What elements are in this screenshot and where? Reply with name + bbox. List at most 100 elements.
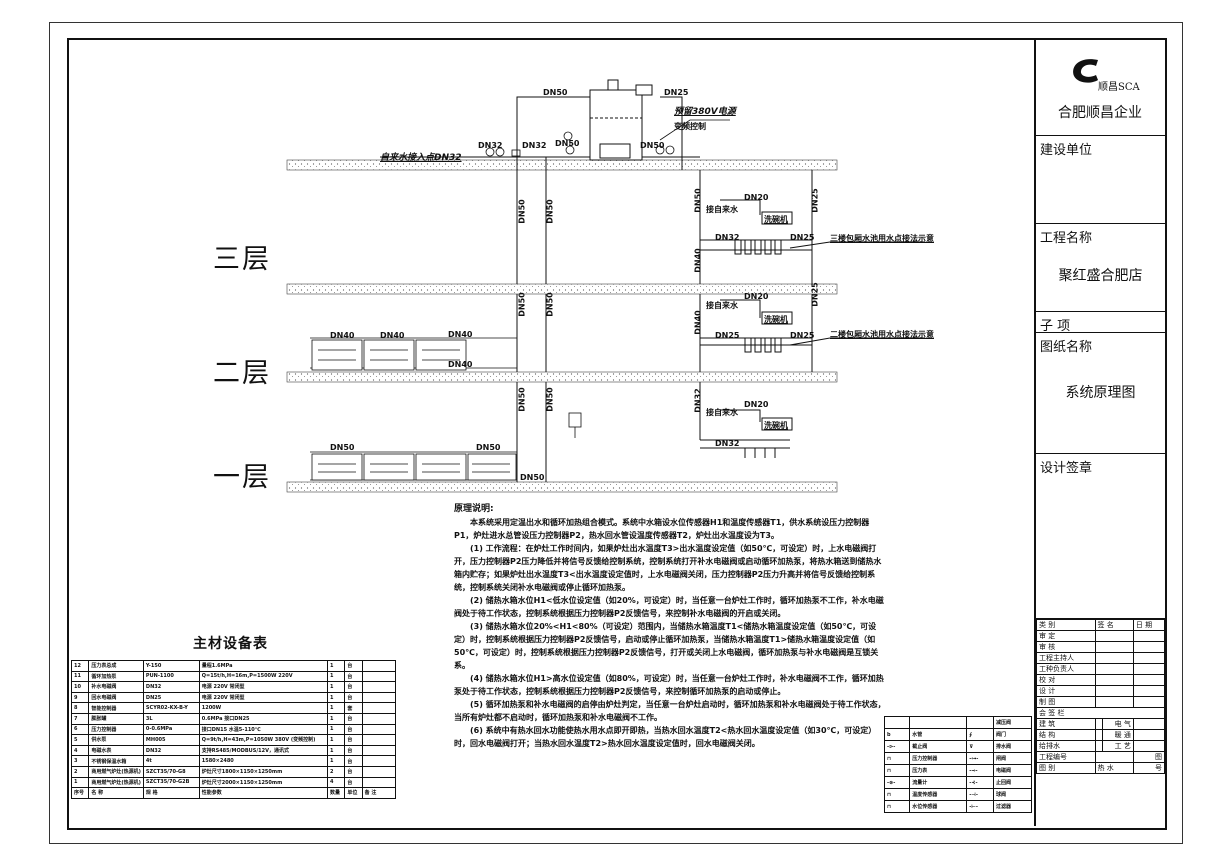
materials-cell: Y-150: [142, 660, 200, 672]
legend-cell: [883, 716, 911, 729]
pipe-label: DN50: [330, 443, 355, 452]
roof-valves: [485, 119, 730, 157]
materials-cell: 备 注: [361, 787, 397, 799]
materials-cell: 膨胀罐: [88, 712, 144, 725]
materials-header-row: 序号名 称规 格性能参数数量单位备 注: [70, 787, 397, 799]
materials-cell: 供水泵: [88, 734, 144, 746]
logo-area: 顺昌SCA 合肥顺昌企业: [1036, 38, 1165, 136]
materials-cell: 商用燃气炉灶(热源机): [88, 765, 144, 778]
materials-title: 主材设备表: [193, 636, 268, 652]
pipe-label: DN50: [545, 387, 555, 412]
materials-cell: 不锈钢保温水箱: [88, 755, 144, 767]
materials-cell: 商用燃气炉灶(热源机): [88, 776, 144, 789]
legend-symbol-icon: ∮: [966, 728, 995, 741]
signature-cell: [1094, 751, 1134, 763]
materials-cell: 1: [326, 744, 346, 757]
legend-symbol-icon: -⊣-: [966, 788, 995, 801]
signature-cell: [1094, 740, 1103, 752]
legend-label: 排水阀: [993, 740, 1032, 753]
materials-cell: Q=15t/h,H=16m,P=1500W 220V: [198, 670, 328, 683]
materials-cell: [361, 744, 397, 757]
materials-cell: 2: [70, 765, 90, 778]
dishwasher-label: 洗碗机: [764, 315, 788, 324]
signature-cell: [1094, 641, 1134, 653]
legend-row: -⊳-截止阀⊽排水阀: [883, 740, 1032, 753]
pipe-label: DN50: [545, 199, 555, 224]
floor-label-2f: 二层: [213, 358, 271, 389]
materials-cell: 8: [70, 702, 90, 714]
pipe-label: DN32: [478, 141, 503, 150]
materials-cell: 序号: [70, 787, 90, 799]
floor-slab-1f: [286, 481, 838, 493]
branch-1f: [700, 409, 793, 458]
legend-symbol-icon: -⊸-: [966, 764, 995, 777]
materials-cell: 1: [326, 681, 346, 693]
materials-cell: 台: [344, 691, 363, 704]
materials-cell: 压力表总成: [88, 660, 144, 672]
materials-cell: 补水电磁阀: [88, 681, 144, 693]
materials-cell: 压力控制器: [88, 723, 144, 736]
signature-cell: 会 签 栏: [1036, 707, 1165, 719]
materials-cell: 4t: [142, 755, 200, 767]
signature-cell: 制 图: [1036, 696, 1096, 708]
signature-cell: [1132, 718, 1166, 730]
pipe-label: DN50: [543, 88, 568, 97]
signature-row: 给排水工 艺: [1036, 740, 1166, 752]
materials-cell: 回水电磁阀: [88, 691, 144, 704]
pipe-label: DN40: [693, 310, 703, 335]
pipe-label: DN25: [790, 331, 815, 340]
heater-units-1f: [310, 451, 517, 481]
signature-cell: 号: [1132, 762, 1166, 774]
drawing-sheet: [49, 22, 1183, 844]
company-name: 合肥顺昌企业: [1058, 105, 1142, 121]
legend-label: 压力控制器: [909, 752, 968, 765]
pipe-label: DN40: [330, 331, 355, 340]
signature-row: 工程主持人: [1036, 652, 1166, 664]
legend-symbol-icon: b: [883, 728, 911, 741]
legend-symbol-icon: -⊶-: [966, 752, 995, 765]
dishwasher-label: 洗碗机: [764, 421, 788, 430]
pipe-label: DN20: [744, 193, 769, 202]
materials-cell: 智能控制器: [88, 702, 144, 714]
materials-cell: 台: [344, 681, 363, 693]
pipe-label: DN40: [693, 248, 703, 273]
from-city-water-label: 接自来水: [706, 205, 738, 214]
materials-cell: Q=9t/h,H=43m,P=1050W 380V (变频控制): [198, 734, 328, 746]
signature-cell: 暖 通: [1101, 729, 1134, 741]
materials-cell: 台: [344, 712, 363, 725]
materials-cell: 0-0.6MPa: [142, 723, 200, 736]
materials-cell: 1: [326, 712, 346, 725]
signature-cell: [1132, 685, 1166, 697]
legend-label: 温度传感器: [909, 788, 968, 801]
signature-row: 工种负责人: [1036, 663, 1166, 675]
floor-label-3f: 三层: [213, 244, 271, 275]
pipe-label: DN25: [810, 188, 820, 213]
materials-cell: 循环加热泵: [88, 670, 144, 683]
legend-label: 过滤器: [993, 800, 1032, 813]
logo-text: 顺昌SCA: [1098, 82, 1140, 93]
materials-cell: MH005: [142, 734, 200, 746]
materials-cell: 1200W: [198, 702, 328, 714]
materials-cell: [361, 681, 397, 693]
pipe-label: DN50: [517, 387, 527, 412]
project-cell: 工程名称 聚红盛合肥店: [1036, 224, 1165, 312]
materials-cell: SZCT35/70-G2B: [142, 776, 200, 789]
pipe-label: DN50: [545, 292, 555, 317]
signature-row: 会 签 栏: [1036, 707, 1165, 719]
pipe-label: DN20: [744, 400, 769, 409]
legend-symbol-icon: -⊗-: [883, 776, 911, 789]
materials-cell: 台: [344, 744, 363, 757]
legend-label: 球阀: [993, 788, 1032, 801]
notes-title: 原理说明:: [454, 504, 494, 514]
pipe-label: DN25: [715, 331, 740, 340]
materials-cell: PUN-1100: [142, 670, 200, 683]
materials-cell: 套: [344, 702, 363, 714]
legend-symbol-icon: -⊳-: [883, 740, 911, 753]
signature-cell: 结 构: [1036, 729, 1096, 741]
floor-slab-3f: [286, 283, 838, 295]
